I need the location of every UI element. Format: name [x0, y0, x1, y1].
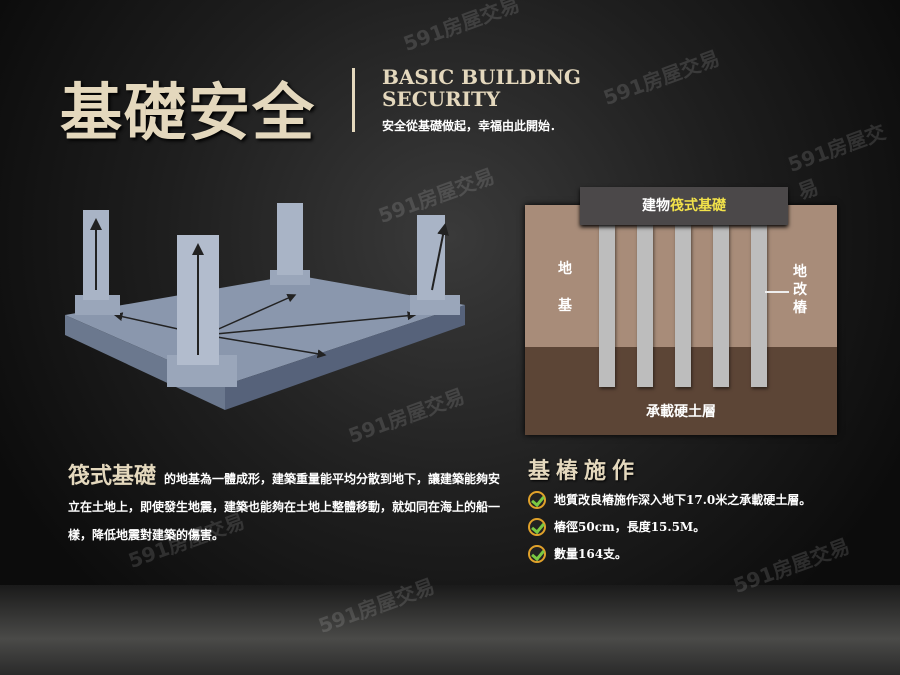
pile	[751, 225, 767, 387]
watermark: 591房屋交易	[400, 0, 523, 57]
pillar	[270, 203, 310, 285]
raft-description: 筏式基礎的地基為一體成形，建築重量能平均分散到地下，讓建築能夠安立在土地上，即使…	[68, 462, 508, 549]
subtitle: 安全從基礎做起，幸福由此開始．	[382, 119, 563, 133]
pile-label-leader	[765, 291, 789, 293]
pillar	[75, 210, 120, 315]
bearing-layer-label: 承載硬土層	[646, 404, 716, 420]
watermark: 591房屋交易	[784, 119, 889, 205]
check-icon	[528, 490, 546, 509]
pile	[637, 225, 653, 387]
english-title-line2: SECURITY	[382, 87, 501, 111]
cap-highlight: 筏式基礎	[670, 198, 726, 214]
pile-heading: 基樁施作	[528, 458, 641, 484]
ground-label-1: 地	[558, 261, 572, 277]
english-title-line1: BASIC BUILDING	[382, 65, 581, 89]
list-item: 地質改良樁施作深入地下17.0米之承載硬土層。	[528, 486, 811, 513]
check-icon	[528, 517, 546, 536]
raft-cap: 建物筏式基礎	[580, 187, 788, 225]
load-arrows	[113, 293, 417, 359]
pile	[675, 225, 691, 387]
pile-foundation-diagram: 建物筏式基礎 地 基 地改樁 承載硬土層	[525, 187, 837, 435]
list-item: 樁徑50cm，長度15.5M。	[528, 513, 811, 540]
list-item-text: 地質改良樁施作深入地下17.0米之承載硬土層。	[554, 493, 812, 507]
cap-prefix: 建物	[642, 198, 670, 214]
check-icon	[528, 544, 546, 563]
list-item-text: 樁徑50cm，長度15.5M。	[554, 520, 706, 534]
ground-label-2: 基	[558, 298, 572, 314]
floor-background	[0, 585, 900, 675]
pile-label: 地改樁	[793, 264, 807, 316]
raft-foundation-illustration	[65, 203, 465, 410]
pile	[599, 225, 615, 387]
pile	[713, 225, 729, 387]
raft-text: 的地基為一體成形，建築重量能平均分散到地下，讓建築能夠安立在土地上，即使發生地震…	[68, 472, 501, 542]
list-item-text: 數量164支。	[554, 547, 628, 561]
raft-heading: 筏式基礎	[68, 463, 157, 489]
page-title: 基礎安全	[60, 76, 317, 149]
watermark: 591房屋交易	[600, 45, 723, 111]
raft-slab-front	[225, 305, 465, 410]
title-divider	[352, 68, 355, 132]
pile-list: 地質改良樁施作深入地下17.0米之承載硬土層。 樁徑50cm，長度15.5M。 …	[528, 486, 811, 567]
pillar	[410, 215, 460, 315]
pillar	[167, 235, 237, 387]
english-title: BASIC BUILDING SECURITY	[382, 66, 581, 110]
list-item: 數量164支。	[528, 540, 811, 567]
